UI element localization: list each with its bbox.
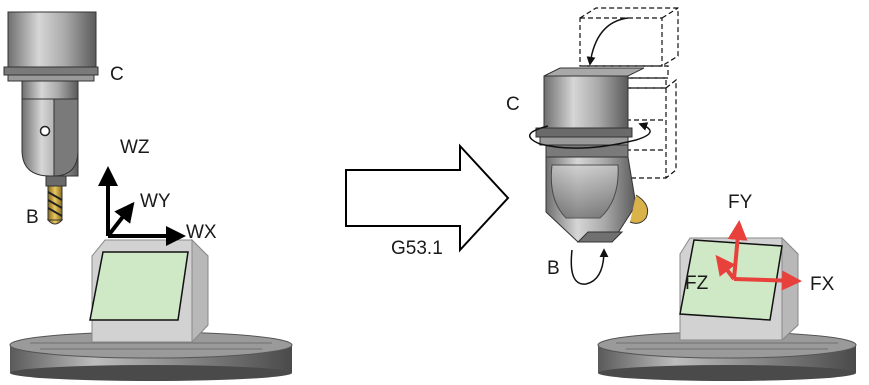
right-label-c: C [506, 94, 520, 115]
wz-label: WZ [120, 137, 150, 158]
wy-label: WY [140, 191, 171, 212]
rotary-table-left [9, 331, 293, 381]
fx-axis-arrow [733, 270, 802, 291]
rotary-table-right [597, 331, 857, 381]
rotation-arrows [529, 17, 651, 285]
fx-label: FX [810, 274, 835, 295]
b-rotation-arrow-icon [570, 248, 609, 285]
hollow-arrow-right-icon [345, 143, 510, 253]
fz-label: FZ [685, 273, 709, 294]
left-scene: C B WZ WY WX [3, 11, 293, 381]
left-label-c: C [110, 64, 124, 85]
workpiece-right [679, 236, 799, 342]
wx-label: WX [186, 222, 217, 243]
c-rotation-arrow-icon [529, 122, 651, 149]
spindle-head-left [3, 11, 99, 225]
fz-axis-arrow [715, 254, 736, 281]
fy-label: FY [728, 192, 753, 213]
right-scene: C B FY FZ FX [506, 7, 857, 381]
transition-arrow-icon [586, 17, 629, 66]
left-label-b: B [26, 207, 39, 228]
spindle-head-right [535, 67, 649, 243]
command-label: G53.1 [391, 238, 443, 259]
workpiece-left [89, 238, 209, 344]
work-coordinate-axes [98, 166, 186, 246]
feature-coordinate-axes [715, 220, 802, 291]
transition: G53.1 [345, 143, 510, 259]
wy-axis-arrow [106, 201, 135, 238]
right-label-b: B [547, 258, 560, 279]
